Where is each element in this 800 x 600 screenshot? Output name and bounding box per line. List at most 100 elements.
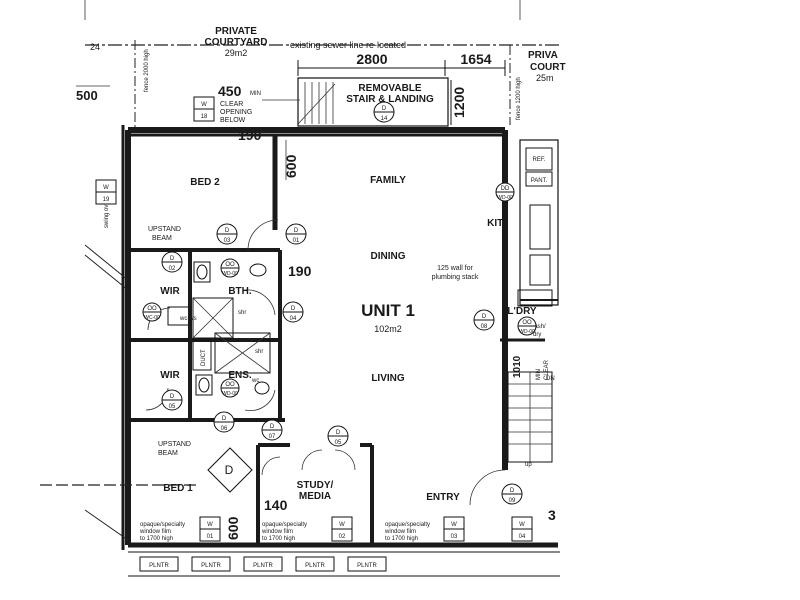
fixture-label: wash/ — [529, 324, 546, 330]
door-tag-d05: D 05 — [161, 389, 183, 411]
svg-text:08: 08 — [481, 324, 488, 330]
fixture-tag-bath: OO WD-00 — [220, 258, 240, 278]
room-label-wir: WIR — [160, 286, 180, 297]
unit-area: 102m2 — [374, 324, 402, 334]
window-tag-w01: W 01 — [199, 516, 221, 542]
dimension-label: 1654 — [460, 51, 491, 67]
window-tag-w03: W 03 — [443, 516, 465, 542]
courtyard-label: PRIVATE — [215, 26, 257, 37]
opening-note: BELOW — [220, 117, 246, 124]
svg-text:WC-00: WC-00 — [144, 315, 160, 321]
dimension-sub: MIN — [250, 91, 261, 97]
svg-text:PLNTR: PLNTR — [149, 563, 169, 569]
room-label-study: STUDY/ — [297, 480, 334, 491]
room-label-bed2: BED 2 — [190, 177, 220, 188]
svg-text:06: 06 — [221, 426, 228, 432]
fixture-tag-dd: DD WD-00 — [495, 182, 515, 202]
svg-text:opaque/specialty: opaque/specialty — [262, 522, 307, 528]
courtyard-label: COURT — [530, 62, 566, 73]
dimension-label: 190 — [288, 263, 312, 279]
shower-label: shr — [238, 310, 246, 316]
duct-label: DUCT — [201, 349, 207, 366]
fence-note: fence 2000 high — [144, 49, 150, 92]
svg-text:to 1700 high: to 1700 high — [385, 536, 418, 542]
exterior-walls — [121, 125, 558, 550]
svg-text:01: 01 — [293, 238, 300, 244]
site-boundary — [40, 244, 200, 541]
svg-text:D: D — [225, 463, 234, 477]
planter: PLNTR — [139, 556, 179, 572]
removable-stair: REMOVABLE STAIR & LANDING — [297, 77, 449, 127]
svg-text:05: 05 — [169, 404, 176, 410]
svg-text:PLNTR: PLNTR — [305, 563, 325, 569]
room-label-living: LIVING — [371, 373, 405, 384]
planter: PLNTR — [191, 556, 231, 572]
courtyard-label: COURTYARD — [205, 37, 268, 48]
svg-text:D: D — [291, 306, 296, 312]
svg-text:D: D — [170, 394, 175, 400]
stair-label: REMOVABLE — [358, 83, 421, 94]
window-film-note-1: opaque/specialty window film to 1700 hig… — [139, 522, 185, 542]
svg-text:D: D — [222, 416, 227, 422]
svg-text:02: 02 — [169, 266, 176, 272]
dimension-label: 3 — [548, 507, 556, 523]
room-label-kitchen: KIT. — [487, 218, 505, 229]
dimension-label: 190 — [238, 127, 262, 143]
fixture-tag-ensuite: OO WD-00 — [220, 378, 240, 398]
fixture-label: dry — [533, 332, 541, 338]
fence-note: fence 1200 high — [516, 77, 522, 120]
upstand-note: BEAM — [152, 235, 172, 242]
kitchen-bench: REF. PANT. — [519, 139, 559, 306]
svg-text:window film: window film — [261, 529, 293, 535]
svg-text:D: D — [510, 488, 515, 494]
opening-note: OPENING — [220, 109, 252, 116]
dimension-label: 1200 — [451, 87, 467, 118]
svg-text:OO: OO — [225, 382, 235, 388]
fixture-label: REF. — [532, 157, 545, 163]
courtyard-left-label: PRIVATE COURTYARD 29m2 — [205, 26, 268, 58]
dimension-label: 1010 — [512, 355, 523, 378]
svg-text:D: D — [482, 314, 487, 320]
planters-row: PLNTR PLNTR PLNTR PLNTR PLNTR — [128, 551, 560, 577]
clear-note: CLEAR — [544, 359, 550, 380]
svg-text:WD-00: WD-00 — [497, 195, 513, 201]
svg-text:WD-00: WD-00 — [222, 391, 238, 397]
dimension-label: 600 — [225, 516, 241, 540]
svg-text:07: 07 — [269, 434, 276, 440]
room-label-bath: BTH. — [228, 286, 252, 297]
svg-text:opaque/specialty: opaque/specialty — [385, 522, 430, 528]
dimension-label: 140 — [264, 497, 288, 513]
room-label-laundry: L'DRY — [507, 306, 537, 317]
svg-text:01: 01 — [207, 534, 214, 540]
room-label-family: FAMILY — [370, 175, 406, 186]
room-label-wir: WIR — [160, 370, 180, 381]
svg-text:OO: OO — [225, 262, 235, 268]
fixture-tag-wir: OO WC-00 — [142, 302, 162, 322]
courtyard-area: 25m — [536, 73, 554, 83]
svg-text:window film: window film — [384, 529, 416, 535]
svg-text:D: D — [270, 424, 275, 430]
svg-text:D: D — [294, 228, 299, 234]
opening-note: CLEAR — [220, 101, 243, 108]
svg-text:W: W — [103, 185, 109, 191]
window-tag-w19: W 19 — [95, 179, 117, 205]
svg-text:04: 04 — [519, 534, 526, 540]
courtyard-right-label: PRIVA COURT 25m — [528, 50, 566, 83]
svg-text:W: W — [451, 522, 457, 528]
svg-text:PLNTR: PLNTR — [357, 563, 377, 569]
door-swings — [145, 219, 506, 506]
room-label-entry: ENTRY — [426, 492, 460, 503]
shower-label: shr — [255, 349, 263, 355]
svg-text:W: W — [201, 102, 207, 108]
plumbing-note: 125 wall for — [437, 265, 473, 272]
svg-text:14: 14 — [381, 116, 388, 122]
svg-text:02: 02 — [339, 534, 346, 540]
svg-text:OO: OO — [147, 306, 157, 312]
window-tag-w02: W 02 — [331, 516, 353, 542]
svg-text:W: W — [339, 522, 345, 528]
room-label-bed1: BED 1 — [163, 483, 193, 494]
svg-text:D: D — [336, 430, 341, 436]
door-tag-d00: D — [225, 463, 234, 477]
stair-direction: DN — [546, 376, 555, 382]
door-tag-d04: D 04 — [282, 301, 304, 323]
